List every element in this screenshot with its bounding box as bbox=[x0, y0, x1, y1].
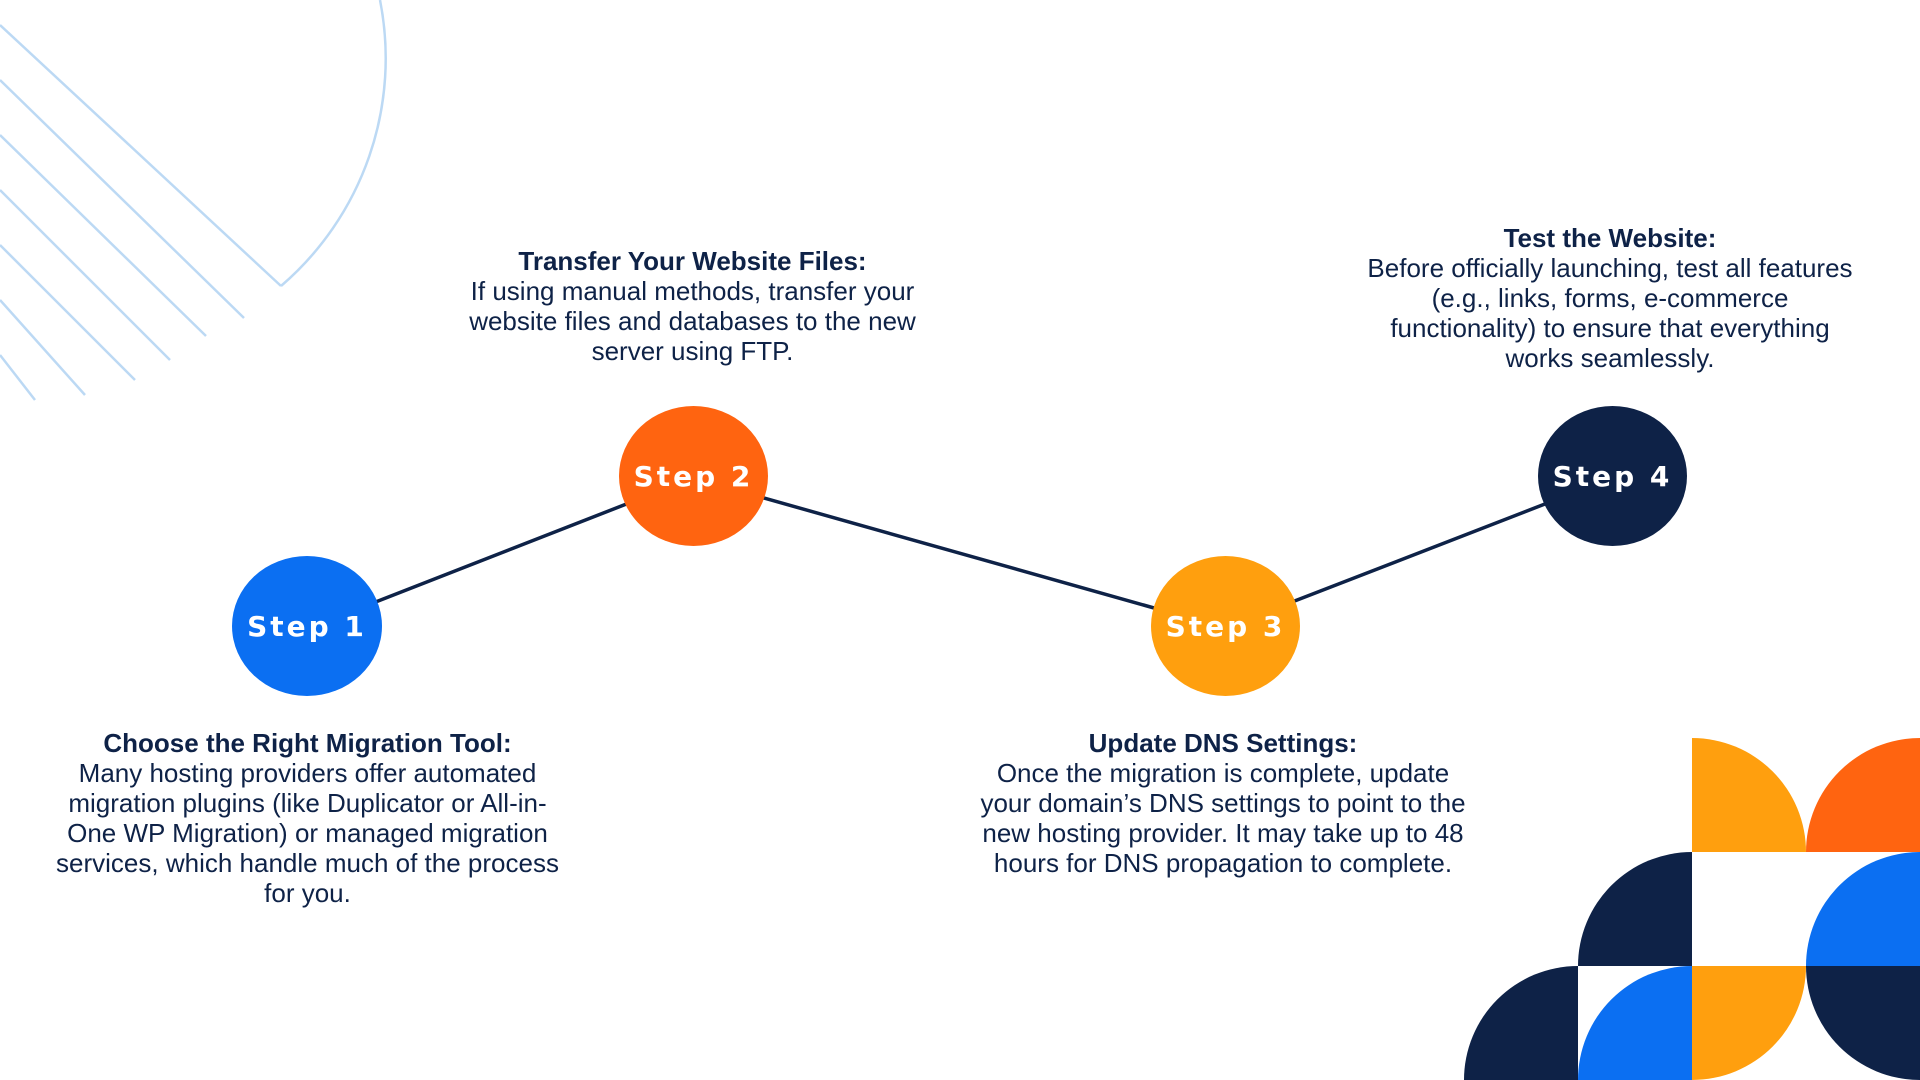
step-1-circle: Step 1 bbox=[232, 556, 382, 696]
step-2-title: Transfer Your Website Files: bbox=[518, 246, 867, 276]
tile-orange-quarter bbox=[1806, 738, 1920, 852]
tile-amber-quarter-2 bbox=[1692, 966, 1806, 1080]
step-3-description: Update DNS Settings: Once the migration … bbox=[978, 728, 1468, 878]
step-4-body: Before officially launching, test all fe… bbox=[1367, 253, 1853, 373]
step-2-circle: Step 2 bbox=[619, 406, 768, 546]
step-1-title: Choose the Right Migration Tool: bbox=[103, 728, 512, 758]
tile-navy-quarter bbox=[1578, 852, 1692, 966]
tile-blue-quarter bbox=[1806, 852, 1920, 966]
tile-navy-quarter-3 bbox=[1806, 966, 1920, 1080]
step-4-label: Step 4 bbox=[1552, 459, 1673, 493]
tile-blue-quarter-2 bbox=[1578, 966, 1692, 1080]
tile-amber-quarter bbox=[1692, 738, 1806, 852]
step-4-title: Test the Website: bbox=[1503, 223, 1717, 253]
step-3-body: Once the migration is complete, update y… bbox=[980, 758, 1466, 878]
decorative-lines bbox=[0, 0, 387, 401]
decorative-arc bbox=[280, 0, 387, 287]
step-2-label: Step 2 bbox=[633, 459, 754, 493]
step-4-description: Test the Website: Before officially laun… bbox=[1360, 223, 1860, 373]
step-1-description: Choose the Right Migration Tool: Many ho… bbox=[55, 728, 560, 908]
step-2-description: Transfer Your Website Files: If using ma… bbox=[440, 246, 945, 366]
step-3-label: Step 3 bbox=[1165, 609, 1286, 643]
step-3-circle: Step 3 bbox=[1151, 556, 1300, 696]
connector-line bbox=[308, 476, 1613, 630]
tile-navy-quarter-2 bbox=[1464, 966, 1578, 1080]
geometric-pattern bbox=[1464, 738, 1920, 1080]
step-2-body: If using manual methods, transfer your w… bbox=[469, 276, 916, 366]
step-3-title: Update DNS Settings: bbox=[1088, 728, 1358, 758]
step-1-label: Step 1 bbox=[247, 609, 367, 643]
step-1-body: Many hosting providers offer automated m… bbox=[56, 758, 559, 908]
step-4-circle: Step 4 bbox=[1538, 406, 1687, 546]
